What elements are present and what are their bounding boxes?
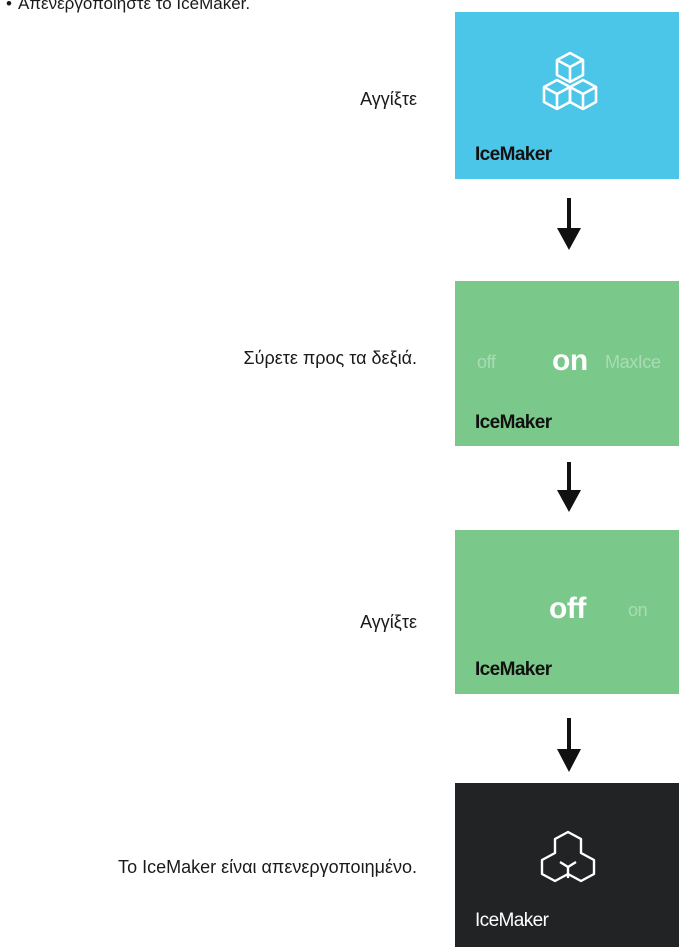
instruction-touch-2: Αγγίξτε	[360, 612, 417, 632]
option-maxice[interactable]: MaxIce	[605, 352, 661, 372]
option-off[interactable]: off	[477, 352, 496, 372]
instruction-result: Το IceMaker είναι απενεργοποιημένο.	[118, 857, 417, 877]
panel-label: IceMaker	[475, 659, 552, 680]
panel-label: IceMaker	[475, 910, 549, 931]
icemaker-panel-options[interactable]: off on MaxIce IceMaker	[455, 281, 679, 446]
icemaker-panel-off: IceMaker	[455, 783, 679, 947]
ice-cubes-icon	[537, 50, 603, 125]
instruction-touch-1: Αγγίξτε	[360, 89, 417, 109]
panel-label: IceMaker	[475, 412, 552, 433]
arrow-down-icon	[557, 718, 581, 772]
arrow-down-icon	[557, 198, 581, 250]
heading: • Απενεργοποιήστε το IceMaker.	[6, 0, 250, 14]
option-on-selected[interactable]: on	[552, 344, 588, 377]
option-on[interactable]: on	[628, 600, 648, 620]
icemaker-panel-toggle[interactable]: off on IceMaker	[455, 530, 679, 694]
icemaker-panel-blue[interactable]: IceMaker	[455, 12, 679, 179]
bullet: •	[6, 0, 12, 13]
heading-text: Απενεργοποιήστε το IceMaker.	[17, 0, 251, 13]
option-off-selected[interactable]: off	[549, 592, 586, 625]
panel-label: IceMaker	[475, 144, 552, 165]
instruction-swipe-right: Σύρετε προς τα δεξιά.	[243, 348, 418, 368]
ice-cubes-outline-icon	[535, 828, 601, 899]
arrow-down-icon	[557, 462, 581, 512]
